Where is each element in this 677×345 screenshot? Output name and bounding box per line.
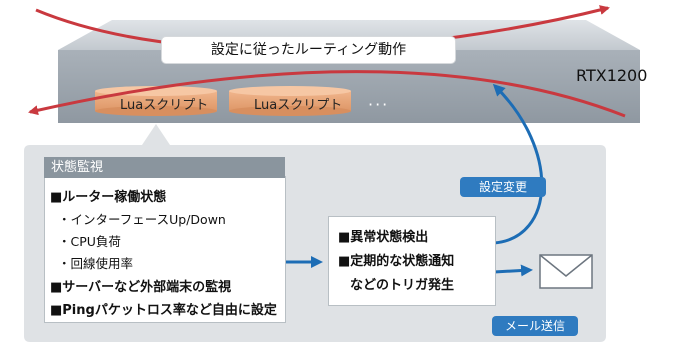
monitor-item-ping: ■Pingパケットロス率など自由に設定 bbox=[50, 303, 277, 318]
monitor-item-router-status: ■ルーター稼働状態 bbox=[50, 190, 167, 205]
send-mail-badge: メール送信 bbox=[492, 316, 578, 336]
detection-box bbox=[328, 216, 496, 306]
config-change-badge: 設定変更 bbox=[460, 177, 546, 197]
router-model-name: RTX1200 bbox=[576, 66, 648, 85]
monitor-box bbox=[44, 176, 286, 323]
arrow-send-mail bbox=[493, 264, 533, 277]
more-scripts-ellipsis: ··· bbox=[368, 95, 390, 114]
lua-script-label-1: Luaスクリプト bbox=[120, 98, 209, 113]
monitor-subitem-cpu: ・CPU負荷 bbox=[58, 234, 121, 249]
routing-curve-lower bbox=[28, 70, 626, 118]
detection-line-anomaly: ■異常状態検出 bbox=[338, 230, 429, 245]
detection-line-trigger: などのトリガ発生 bbox=[350, 278, 455, 293]
monitor-header: 状態監視 bbox=[44, 157, 285, 178]
routing-behavior-label: 設定に従ったルーティング動作 bbox=[162, 37, 455, 63]
detection-line-periodic: ■定期的な状態通知 bbox=[338, 254, 455, 269]
lua-script-label-2: Luaスクリプト bbox=[254, 98, 343, 113]
lua-cylinder-2 bbox=[229, 86, 351, 116]
envelope-icon bbox=[539, 254, 593, 289]
monitor-subitem-interface: ・インターフェースUp/Down bbox=[58, 212, 226, 227]
monitor-item-external: ■サーバーなど外部端末の監視 bbox=[50, 280, 232, 295]
monitor-subitem-line-usage: ・回線使用率 bbox=[58, 256, 134, 271]
